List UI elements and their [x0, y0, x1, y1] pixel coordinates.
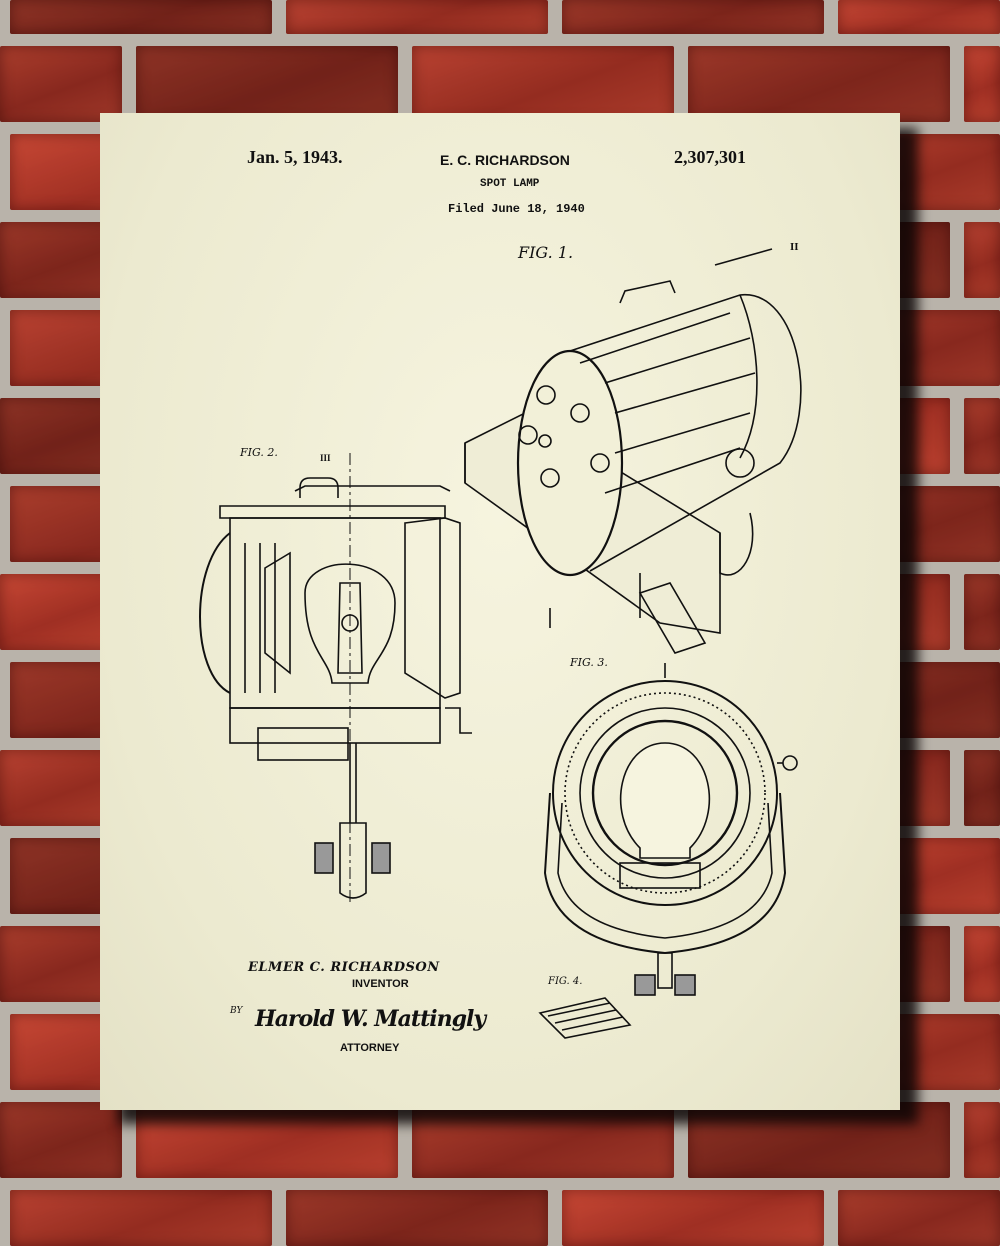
brick: [562, 1190, 824, 1246]
brick: [562, 0, 824, 34]
brick: [838, 1190, 1000, 1246]
brick: [0, 46, 122, 122]
brick: [10, 0, 272, 34]
patent-poster: Jan. 5, 1943. E. C. RICHARDSON SPOT LAMP…: [100, 113, 900, 1110]
fig-3-label: FIG. 3.: [570, 656, 608, 669]
patent-date: Jan. 5, 1943.: [247, 147, 343, 167]
fig-3-drawing: [543, 663, 798, 996]
brick: [136, 46, 398, 122]
fig-2-label: FIG. 2.: [240, 446, 278, 459]
brick: [0, 1102, 122, 1178]
brick: [964, 46, 1000, 122]
patent-number: 2,307,301: [674, 147, 746, 167]
patent-inventor-header: E. C. RICHARDSON: [440, 152, 570, 168]
brick: [964, 1102, 1000, 1178]
patent-drawings: [199, 248, 802, 1039]
by-label: BY: [230, 1006, 243, 1016]
section-mark-ii: II: [790, 241, 799, 253]
brick: [688, 46, 950, 122]
inventor-name: ELMER C. RICHARDSON: [248, 960, 440, 975]
brick: [286, 0, 548, 34]
brick: [964, 222, 1000, 298]
fig-4-label: FIG. 4.: [548, 976, 583, 987]
attorney-signature: Harold W. Mattingly: [255, 1006, 486, 1032]
section-mark-iii: III: [320, 453, 331, 463]
patent-filed-date: Filed June 18, 1940: [448, 202, 585, 216]
brick: [964, 398, 1000, 474]
fig-2-drawing: [199, 453, 472, 903]
brick: [412, 46, 674, 122]
attorney-label: ATTORNEY: [340, 1042, 400, 1054]
brick: [10, 1190, 272, 1246]
fig-1-label: FIG. 1.: [518, 243, 574, 262]
fig-1-drawing: [464, 248, 802, 654]
patent-title: SPOT LAMP: [480, 178, 540, 190]
brick: [964, 574, 1000, 650]
inventor-label: INVENTOR: [352, 978, 409, 990]
brick: [286, 1190, 548, 1246]
brick: [964, 750, 1000, 826]
brick: [838, 0, 1000, 34]
brick: [964, 926, 1000, 1002]
fig-4-drawing: [538, 997, 632, 1039]
